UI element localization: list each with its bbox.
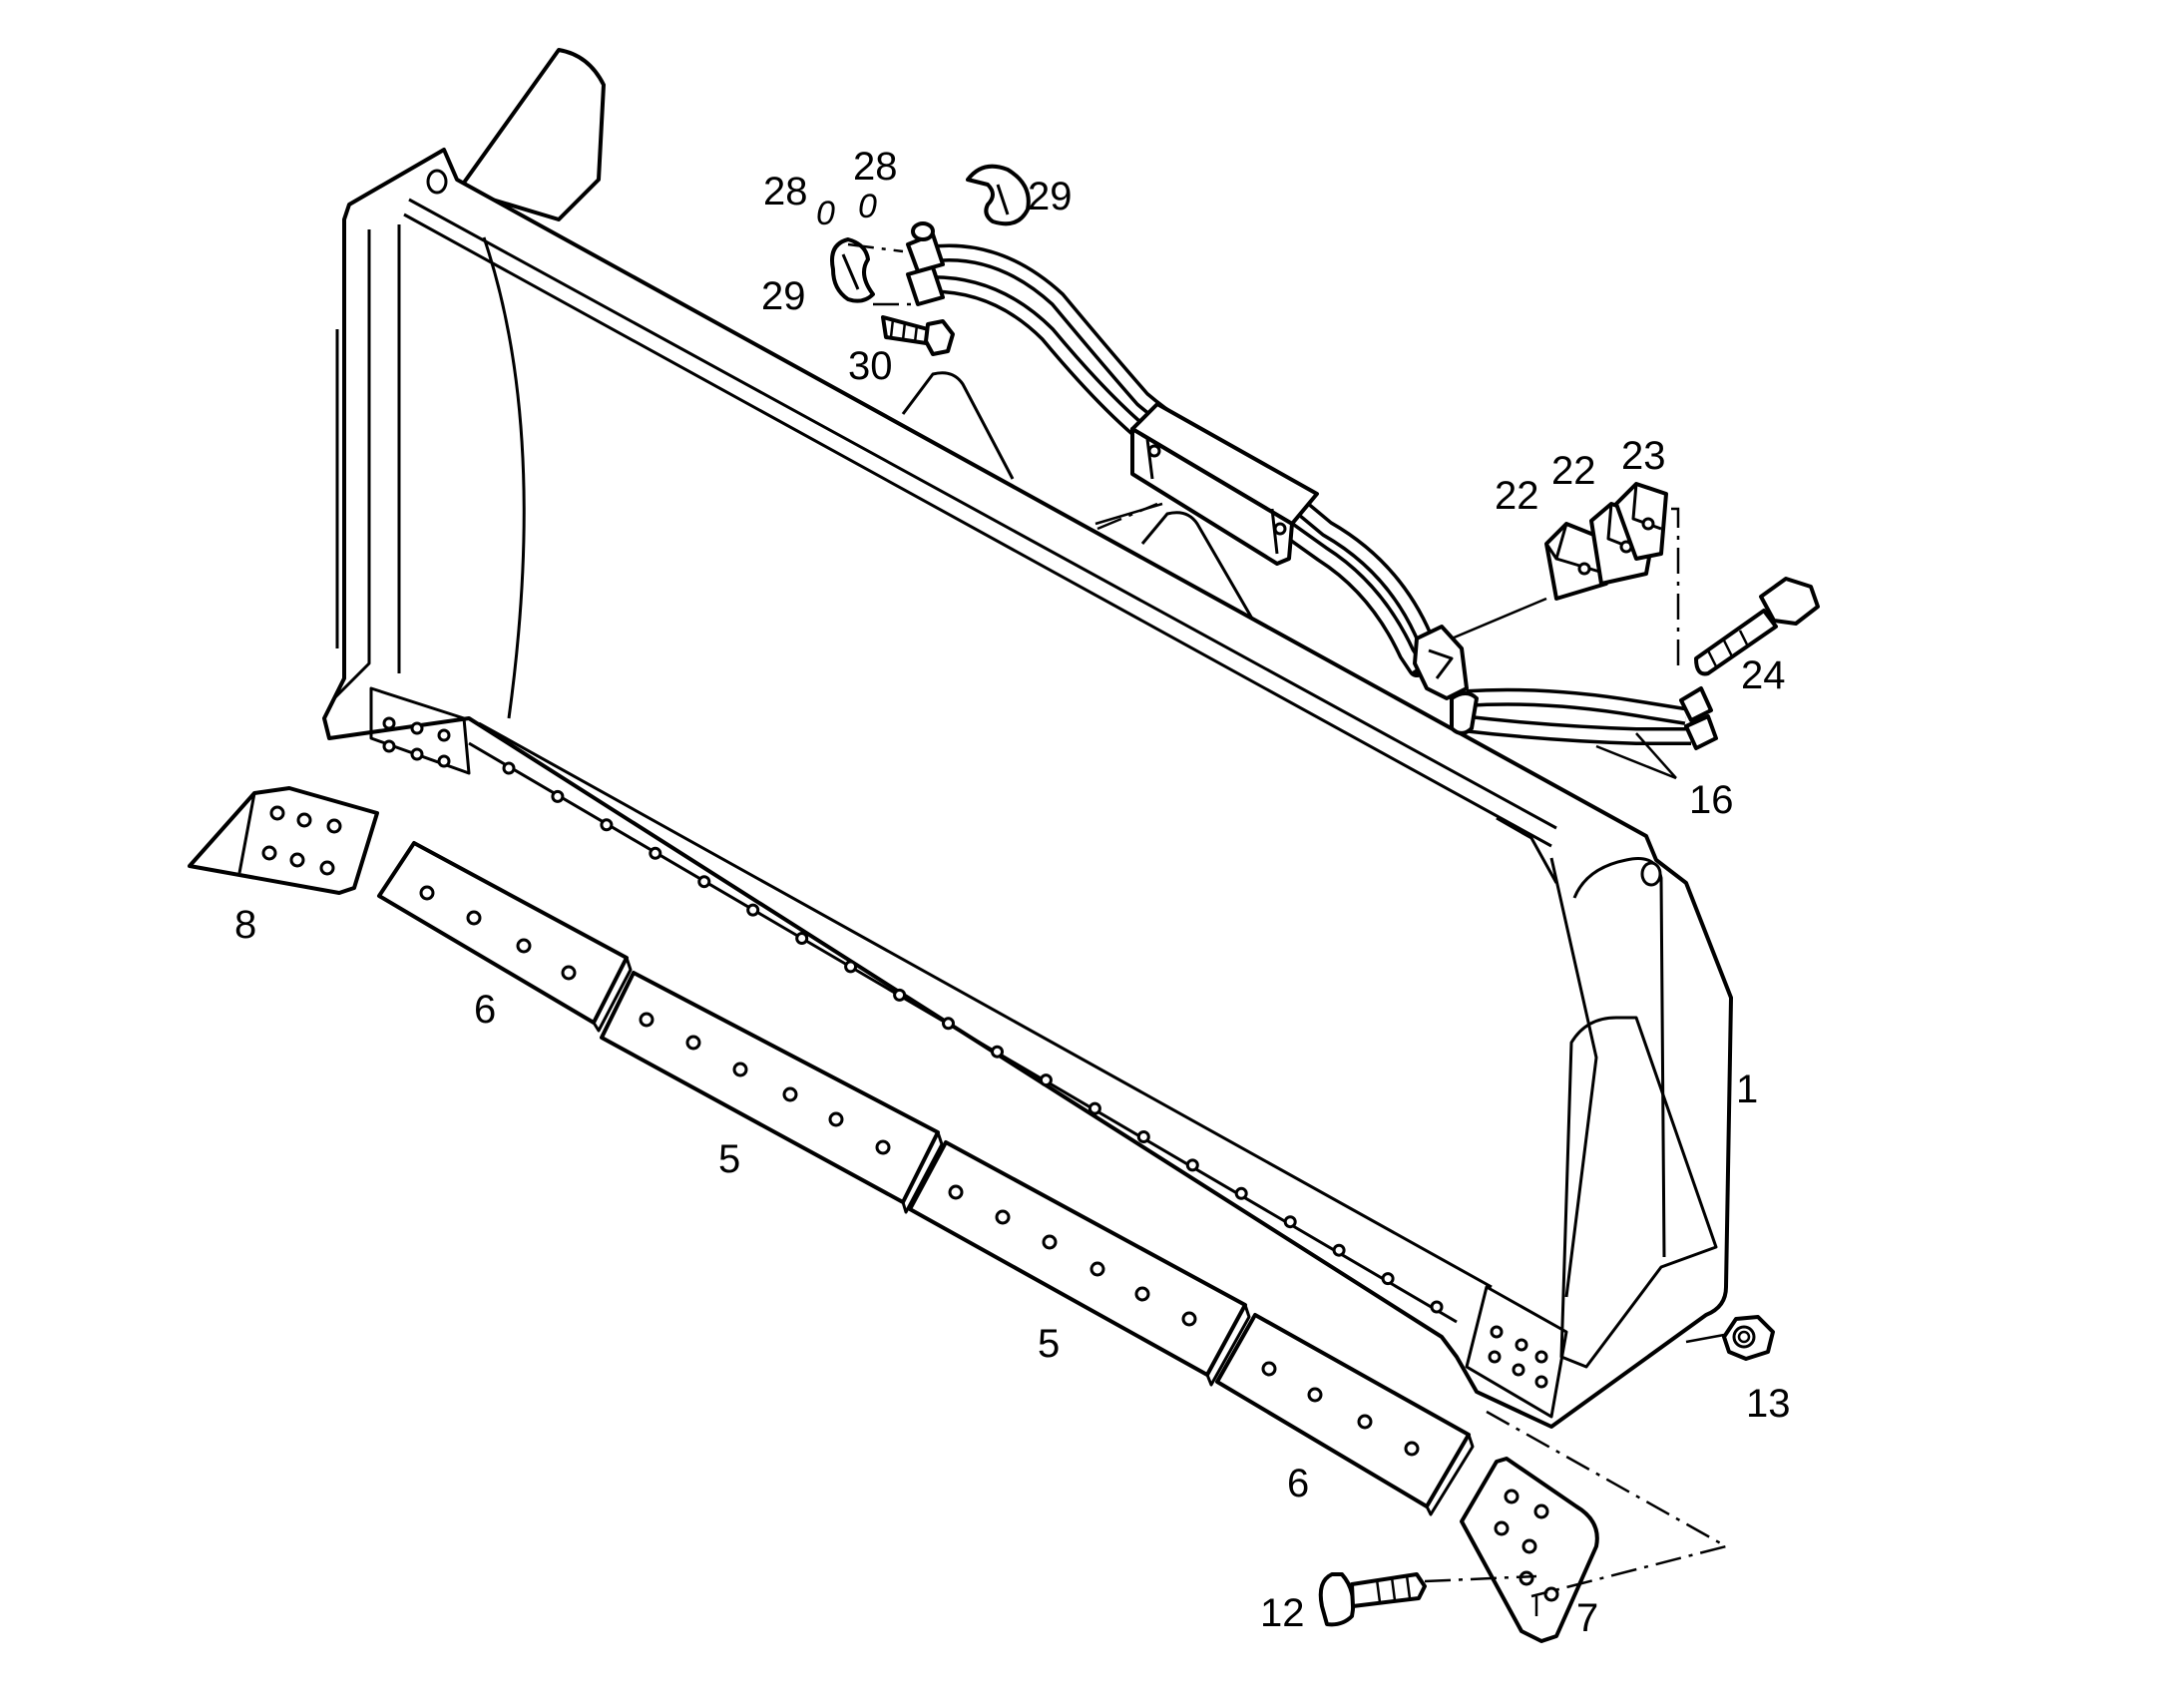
callout-5-right: 5 bbox=[1038, 1322, 1060, 1366]
bolt-hole bbox=[942, 1017, 955, 1031]
bolt-hole bbox=[1430, 1300, 1444, 1314]
blade-right-pin-hole bbox=[1640, 861, 1662, 887]
blade-left-pin-hole bbox=[426, 169, 448, 195]
blade-left-curve bbox=[482, 236, 526, 719]
bolt-hole bbox=[600, 818, 614, 832]
end-bit-right bbox=[1460, 1457, 1599, 1643]
callout-29-upper: 29 bbox=[1028, 175, 1073, 218]
bolt-hole bbox=[1185, 1158, 1199, 1172]
bolt-hole bbox=[1283, 1215, 1297, 1229]
flange-bolt-30 bbox=[881, 315, 955, 356]
callout-24: 24 bbox=[1741, 653, 1786, 697]
nut bbox=[1722, 1315, 1775, 1361]
bolt-hole bbox=[1234, 1186, 1248, 1200]
callout-28-left: 28 bbox=[763, 170, 808, 214]
callout-29-lower: 29 bbox=[761, 274, 806, 318]
bolt-hole bbox=[697, 875, 711, 889]
bolt-hole bbox=[795, 932, 809, 945]
cutting-edge-segment-5-left bbox=[600, 971, 944, 1214]
bolt-hole bbox=[1332, 1243, 1346, 1257]
o-ring-mark-right: 0 bbox=[858, 188, 877, 225]
callout-16: 16 bbox=[1689, 778, 1734, 822]
blade-right-corner-plate bbox=[1465, 1285, 1568, 1419]
bolt-hole bbox=[649, 846, 662, 860]
plow-bolt bbox=[1318, 1572, 1427, 1627]
bolt-hole bbox=[893, 988, 907, 1002]
callout-12: 12 bbox=[1260, 1591, 1305, 1635]
blade-left-flange bbox=[332, 229, 371, 700]
blade-left-corner-plate bbox=[369, 686, 471, 775]
blade-right-side bbox=[1549, 857, 1598, 1298]
split-flange-29-upper bbox=[966, 164, 1031, 226]
bolt-hole bbox=[1087, 1101, 1101, 1115]
callout-5-left: 5 bbox=[718, 1137, 740, 1181]
bolt-hole bbox=[1039, 1073, 1053, 1087]
cutting-edge-bolt-holes bbox=[502, 761, 1444, 1314]
blade-right-gusset bbox=[1559, 1016, 1718, 1369]
clamp-bolt-24 bbox=[1694, 577, 1820, 676]
callout-30: 30 bbox=[848, 344, 893, 388]
bolt-hole bbox=[1136, 1130, 1150, 1143]
bolt-hole bbox=[551, 789, 565, 803]
callout-8: 8 bbox=[234, 903, 256, 947]
bolt-hole bbox=[844, 960, 858, 974]
cutting-edge-segment-6-right bbox=[1215, 1313, 1475, 1516]
callout-13: 13 bbox=[1746, 1382, 1791, 1426]
blade-top-ear bbox=[457, 48, 606, 221]
callout-23: 23 bbox=[1621, 434, 1666, 478]
blade-outline bbox=[322, 148, 1733, 1429]
cutting-edge-segment-6-left bbox=[377, 841, 633, 1033]
assembly-lines bbox=[847, 242, 1730, 1598]
callout-7: 7 bbox=[1576, 1596, 1598, 1640]
blade-body bbox=[322, 48, 1733, 1429]
split-flange-29-lower bbox=[830, 237, 875, 303]
hydraulic-hoses bbox=[906, 221, 1718, 750]
callout-28-right: 28 bbox=[853, 145, 898, 189]
bolt-hole bbox=[746, 903, 760, 917]
end-bit-left bbox=[188, 786, 379, 895]
blade-top-edge bbox=[408, 198, 1557, 830]
o-ring-mark-left: 0 bbox=[816, 195, 835, 232]
cutting-edge-segment-5-right bbox=[908, 1140, 1251, 1387]
callout-6-left: 6 bbox=[474, 988, 496, 1032]
bolt-hole bbox=[991, 1045, 1004, 1059]
callouts: 1 5 5 6 6 7 8 12 13 16 22 22 23 24 28 28… bbox=[234, 145, 1791, 1640]
bolt-hole bbox=[502, 761, 516, 775]
bolt-hole bbox=[1381, 1272, 1395, 1286]
callout-22-upper: 22 bbox=[1551, 449, 1596, 493]
clamp-cap-23 bbox=[1614, 482, 1668, 561]
blade-back-brace bbox=[901, 371, 1015, 480]
callout-22-lower: 22 bbox=[1495, 474, 1539, 518]
callout-6-right: 6 bbox=[1287, 1462, 1309, 1505]
leader-lines bbox=[1451, 597, 1725, 1616]
callout-1: 1 bbox=[1736, 1068, 1758, 1111]
blade-cutting-edge-top bbox=[478, 721, 1493, 1289]
